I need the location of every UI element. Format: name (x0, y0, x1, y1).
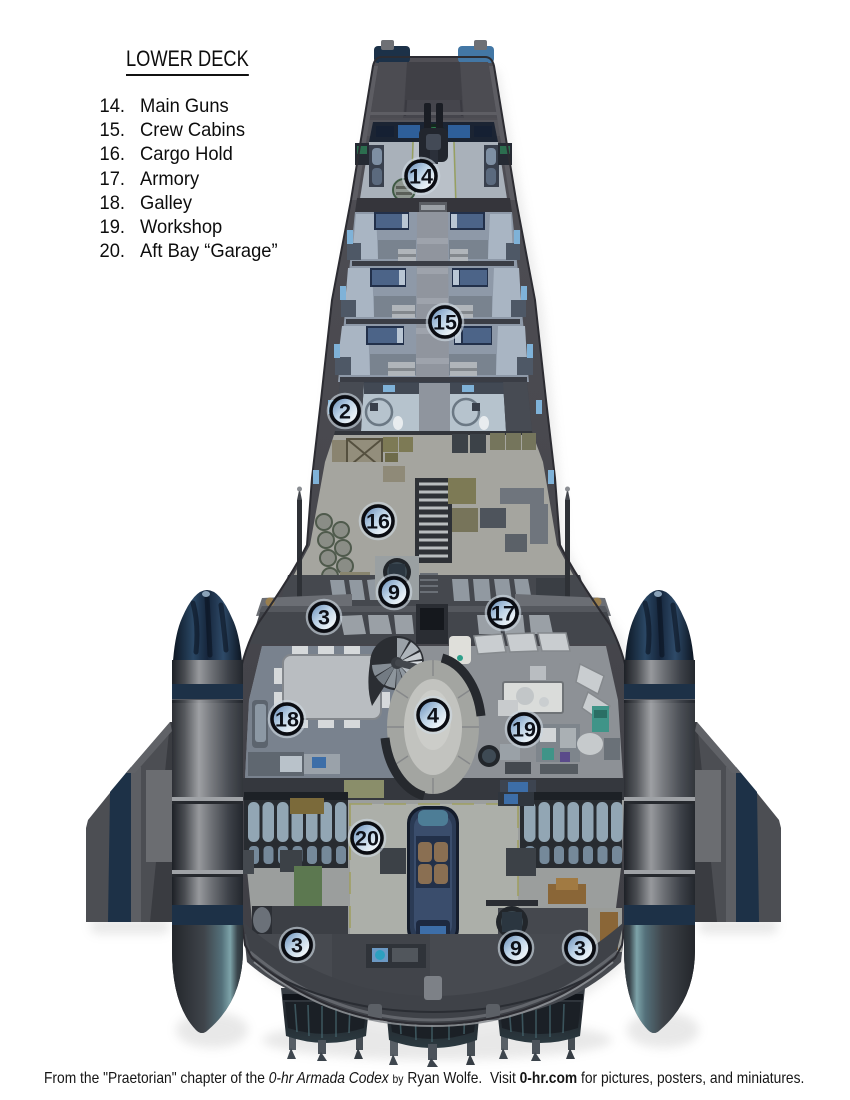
svg-text:14: 14 (409, 165, 433, 189)
svg-text:3: 3 (574, 937, 586, 961)
svg-text:20: 20 (355, 827, 379, 851)
svg-text:3: 3 (291, 934, 303, 958)
svg-text:15: 15 (433, 311, 457, 335)
svg-text:18: 18 (275, 708, 299, 732)
svg-text:4: 4 (427, 704, 439, 728)
svg-text:16: 16 (366, 510, 390, 534)
svg-text:17: 17 (491, 602, 515, 626)
svg-text:3: 3 (318, 606, 330, 630)
svg-text:9: 9 (388, 581, 400, 605)
svg-text:2: 2 (339, 400, 351, 424)
svg-text:9: 9 (510, 937, 522, 961)
svg-text:19: 19 (512, 718, 536, 742)
